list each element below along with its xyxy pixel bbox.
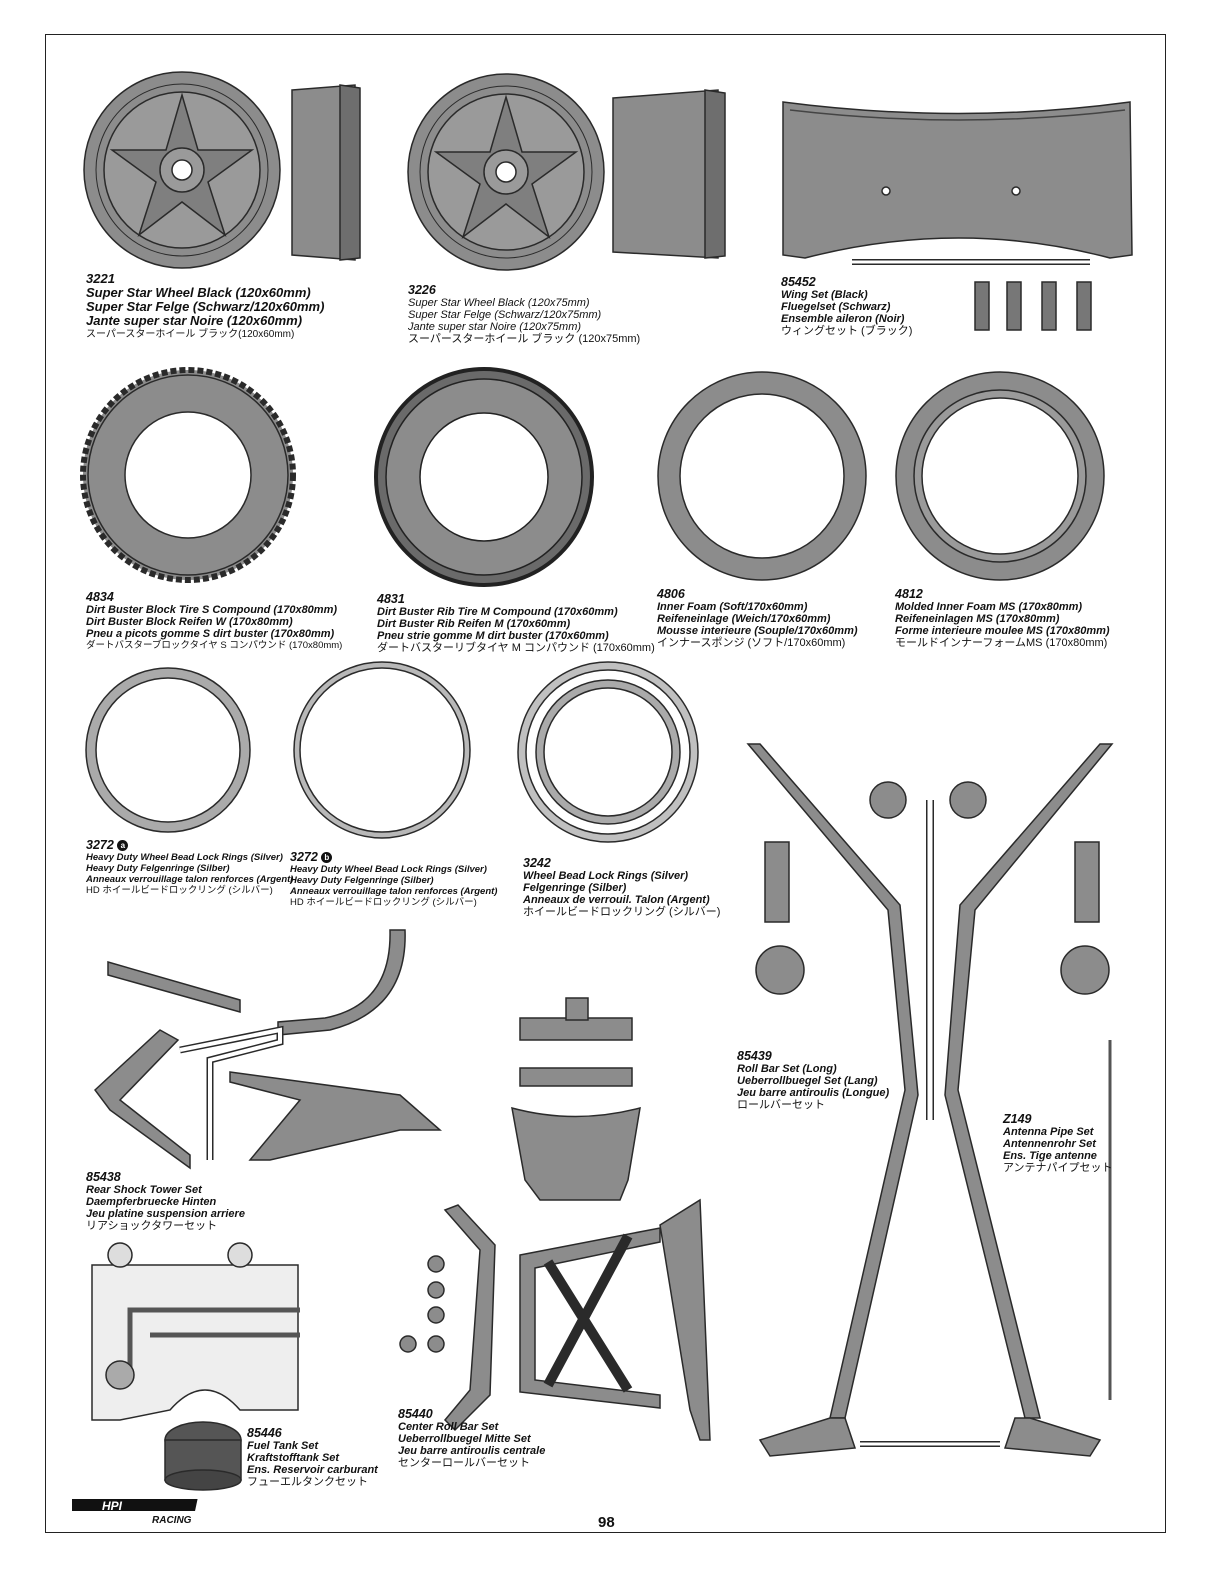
label-4806: 4806 Inner Foam (Soft/170x60mm) Reifenei… (657, 587, 858, 649)
fuel-tank-85446 (91, 1242, 300, 1491)
wing-85452 (782, 101, 1133, 331)
ring-3242 (517, 661, 699, 843)
label-3226: 3226 Super Star Wheel Black (120x75mm) S… (408, 283, 641, 345)
foam-4806 (657, 371, 867, 581)
badge-a: a (117, 840, 129, 852)
ring-3272b (293, 661, 471, 839)
label-3221: 3221 Super Star Wheel Black (120x60mm) S… (86, 271, 325, 341)
logo-text: HPI (102, 1499, 123, 1513)
label-85446: 85446 Fuel Tank Set Kraftstofftank Set E… (247, 1426, 378, 1488)
rollbar-85439 (746, 743, 1114, 1457)
hpi-racing-logo: HPI RACING (69, 1497, 202, 1532)
label-85440: 85440 Center Roll Bar Set Ueberrollbuege… (398, 1407, 546, 1469)
page-frame (45, 34, 1166, 1533)
label-85438: 85438 Rear Shock Tower Set Daempferbruec… (86, 1170, 245, 1232)
badge-b: b (321, 852, 333, 864)
wheel-3226 (407, 73, 726, 271)
page-number: 98 (598, 1514, 615, 1531)
label-z149: Z149 Antenna Pipe Set Antennenrohr Set E… (1003, 1112, 1113, 1174)
label-85452: 85452 Wing Set (Black) Fluegelset (Schwa… (781, 275, 913, 337)
tire-4834 (80, 367, 296, 583)
label-4812: 4812 Molded Inner Foam MS (170x80mm) Rei… (895, 587, 1110, 649)
label-4834: 4834 Dirt Buster Block Tire S Compound (… (86, 590, 343, 651)
shock-tower-85438 (93, 929, 442, 1170)
foam-4812 (895, 371, 1105, 581)
ring-3272a (85, 667, 251, 833)
tire-4831 (374, 367, 594, 587)
label-85439: 85439 Roll Bar Set (Long) Ueberrollbuege… (737, 1049, 890, 1111)
label-4831: 4831 Dirt Buster Rib Tire M Compound (17… (377, 592, 655, 654)
wheel-3221 (83, 71, 361, 269)
logo-sub: RACING (152, 1515, 192, 1526)
label-3272a: 3272 a Heavy Duty Wheel Bead Lock Rings … (86, 838, 294, 896)
label-3242: 3242 Wheel Bead Lock Rings (Silver) Felg… (523, 856, 721, 918)
label-3272b: 3272 b Heavy Duty Wheel Bead Lock Rings … (290, 850, 498, 908)
center-rollbar-85440 (399, 997, 711, 1441)
